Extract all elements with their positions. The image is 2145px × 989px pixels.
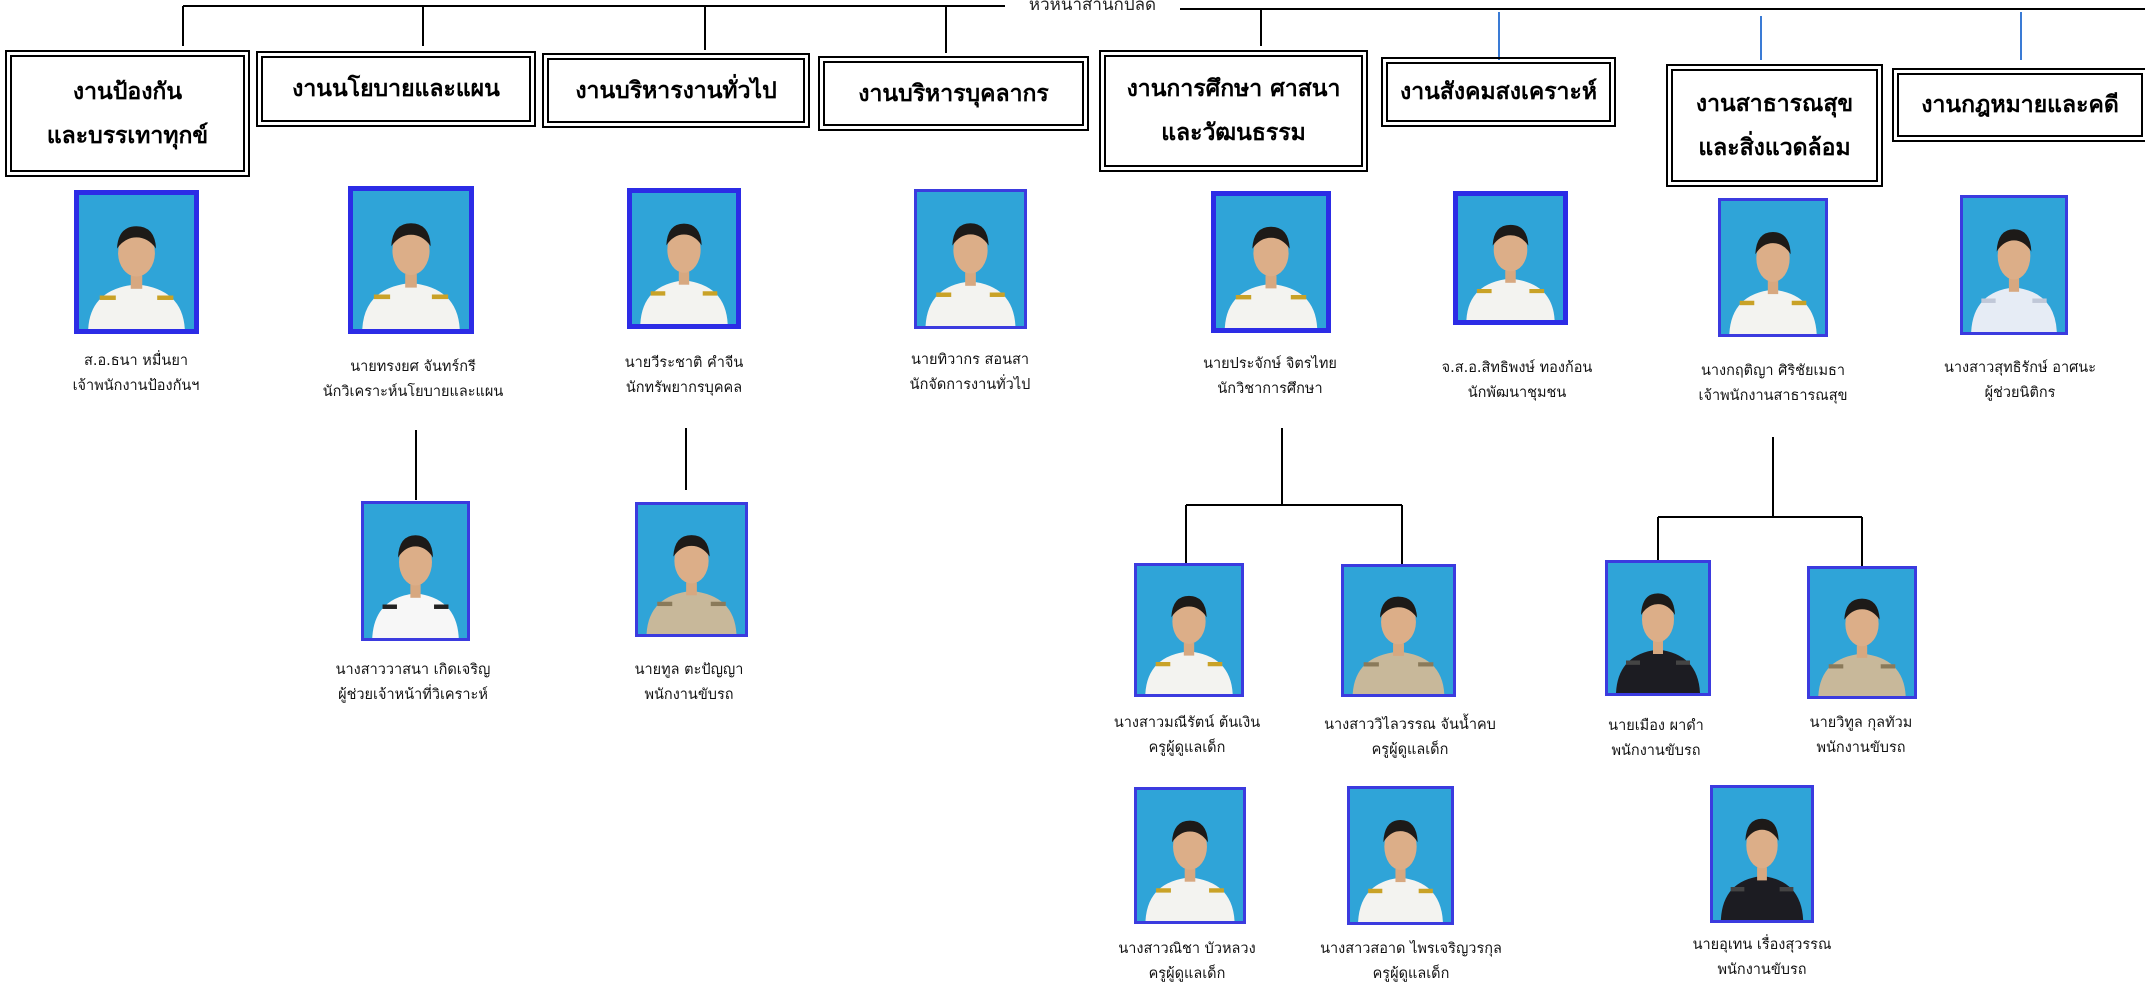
staff-name: นายทูล ตะปัญญา [634, 662, 744, 678]
staff-caption: นายทรงยศ จันทร์กรีนักวิเคราะห์นโยบายและแ… [283, 355, 543, 405]
staff-photo [74, 190, 199, 334]
staff-caption: นายประจักษ์ จิตรไทยนักวิชาการศึกษา [1140, 352, 1400, 402]
staff-caption: นายเมือง ผาดำพนักงานขับรถ [1526, 714, 1786, 764]
staff-position: ครูผู้ดูแลเด็ก [1148, 740, 1226, 756]
staff-caption: ส.อ.ธนา หมื่นยาเจ้าพนักงานป้องกันฯ [6, 349, 266, 399]
portrait-image [632, 193, 736, 324]
staff-photo [1347, 786, 1454, 925]
staff-name: นายประจักษ์ จิตรไทย [1203, 356, 1337, 372]
staff-caption: นายทิวากร สอนสานักจัดการงานทั่วไป [840, 348, 1100, 398]
portrait-image [1137, 566, 1241, 694]
staff-position: พนักงานขับรถ [1717, 962, 1807, 978]
staff-caption: นายวิทูล กุลทัวมพนักงานขับรถ [1731, 711, 1991, 761]
portrait-image [1608, 563, 1708, 693]
staff-photo [1605, 560, 1711, 696]
portrait-image [1344, 567, 1453, 694]
staff-position: นักพัฒนาชุมชน [1467, 385, 1567, 401]
staff-photo [1341, 564, 1456, 697]
staff-position: ครูผู้ดูแลเด็ก [1148, 966, 1226, 982]
staff-caption: นางสาวสุทธิรักษ์ อาศนะผู้ช่วยนิติกร [1890, 356, 2145, 406]
staff-name: จ.ส.อ.สิทธิพงษ์ ทองก้อน [1441, 360, 1593, 376]
dept-general: งานบริหารงานทั่วไป [542, 53, 810, 128]
dept-personnel: งานบริหารบุคลากร [818, 56, 1089, 131]
portrait-image [917, 192, 1024, 326]
staff-name: นายอุเทน เรื่องสุวรรณ [1692, 937, 1832, 953]
staff-caption: นางสาววาสนา เกิดเจริญผู้ช่วยเจ้าหน้าที่ว… [283, 658, 543, 708]
chart-title: หัวหน้าสำนักปลัด [1005, 0, 1180, 16]
portrait-image [1458, 196, 1563, 320]
dept-policy: งานนโยบายและแผน [256, 51, 536, 127]
staff-caption: นางสาวณิชา บัวหลวงครูผู้ดูแลเด็ก [1057, 937, 1317, 987]
staff-name: นางสาวมณีรัตน์ ต้นเงิน [1113, 715, 1261, 731]
staff-name: นางสาวณิชา บัวหลวง [1118, 941, 1256, 957]
staff-name: นายทิวากร สอนสา [910, 352, 1030, 368]
staff-name: นายทรงยศ จันทร์กรี [350, 359, 476, 375]
portrait-image [1713, 788, 1811, 920]
staff-caption: นายทูล ตะปัญญาพนักงานขับรถ [559, 658, 819, 708]
staff-photo [1960, 195, 2068, 335]
staff-name: นายวิทูล กุลทัวม [1809, 715, 1913, 731]
staff-caption: นายอุเทน เรื่องสุวรรณพนักงานขับรถ [1632, 933, 1892, 983]
portrait-image [1721, 201, 1825, 334]
dept-social: งานสังคมสงเคราะห์ [1381, 57, 1616, 127]
staff-photo [1718, 198, 1828, 337]
staff-name: นางสาวสอาด ไพรเจริญวรกุล [1320, 941, 1502, 957]
staff-photo [1710, 785, 1814, 923]
staff-position: ครูผู้ดูแลเด็ก [1371, 742, 1449, 758]
portrait-image [353, 191, 469, 329]
staff-caption: จ.ส.อ.สิทธิพงษ์ ทองก้อนนักพัฒนาชุมชน [1387, 356, 1647, 406]
staff-name: นางสาววาสนา เกิดเจริญ [335, 662, 491, 678]
staff-caption: นางกฤติญา ศิริชัยเมธาเจ้าพนักงานสาธารณสุ… [1643, 359, 1903, 409]
staff-photo [348, 186, 474, 334]
staff-photo [914, 189, 1027, 329]
staff-name: นายเมือง ผาดำ [1608, 718, 1704, 734]
staff-caption: นางสาววิไลวรรณ จันน้ำคบครูผู้ดูแลเด็ก [1280, 713, 1540, 763]
staff-position: นักทรัพยากรบุคคล [625, 380, 743, 396]
staff-name: นางกฤติญา ศิริชัยเมธา [1700, 363, 1846, 379]
staff-name: ส.อ.ธนา หมื่นยา [84, 353, 188, 369]
staff-name: นางสาววิไลวรรณ จันน้ำคบ [1324, 717, 1496, 733]
staff-photo [635, 502, 748, 637]
portrait-image [1216, 196, 1326, 328]
staff-position: นักจัดการงานทั่วไป [909, 377, 1031, 393]
staff-photo [627, 188, 741, 329]
staff-photo [361, 501, 470, 641]
staff-caption: นายวีระชาติ คำจีนนักทรัพยากรบุคคล [554, 351, 814, 401]
staff-photo [1134, 563, 1244, 697]
staff-position: นักวิชาการศึกษา [1217, 381, 1323, 397]
staff-position: ผู้ช่วยเจ้าหน้าที่วิเคราะห์ [338, 687, 488, 703]
staff-photo [1211, 191, 1331, 333]
staff-position: เจ้าพนักงานป้องกันฯ [72, 378, 200, 394]
staff-name: นางสาวสุทธิรักษ์ อาศนะ [1943, 360, 2097, 376]
portrait-image [364, 504, 467, 638]
staff-position: ผู้ช่วยนิติกร [1984, 385, 2056, 401]
staff-position: นักวิเคราะห์นโยบายและแผน [322, 384, 504, 400]
portrait-image [1350, 789, 1451, 922]
staff-photo [1134, 787, 1246, 924]
portrait-image [1963, 198, 2065, 332]
staff-caption: นางสาวมณีรัตน์ ต้นเงินครูผู้ดูแลเด็ก [1057, 711, 1317, 761]
staff-position: พนักงานขับรถ [644, 687, 734, 703]
dept-legal: งานกฎหมายและคดี [1892, 68, 2145, 142]
portrait-image [79, 195, 194, 329]
dept-education: งานการศึกษา ศาสนา และวัฒนธรรม [1099, 50, 1368, 172]
staff-photo [1453, 191, 1568, 325]
portrait-image [1137, 790, 1243, 921]
staff-position: พนักงานขับรถ [1816, 740, 1906, 756]
dept-protect: งานป้องกัน และบรรเทาทุกข์ [5, 50, 250, 177]
staff-photo [1807, 566, 1917, 699]
staff-position: ครูผู้ดูแลเด็ก [1372, 966, 1450, 982]
portrait-image [638, 505, 745, 634]
portrait-image [1810, 569, 1914, 696]
dept-health: งานสาธารณสุข และสิ่งแวดล้อม [1666, 64, 1883, 187]
staff-name: นายวีระชาติ คำจีน [624, 355, 744, 371]
staff-position: เจ้าพนักงานสาธารณสุข [1698, 388, 1848, 404]
staff-caption: นางสาวสอาด ไพรเจริญวรกุลครูผู้ดูแลเด็ก [1281, 937, 1541, 987]
staff-position: พนักงานขับรถ [1611, 743, 1701, 759]
